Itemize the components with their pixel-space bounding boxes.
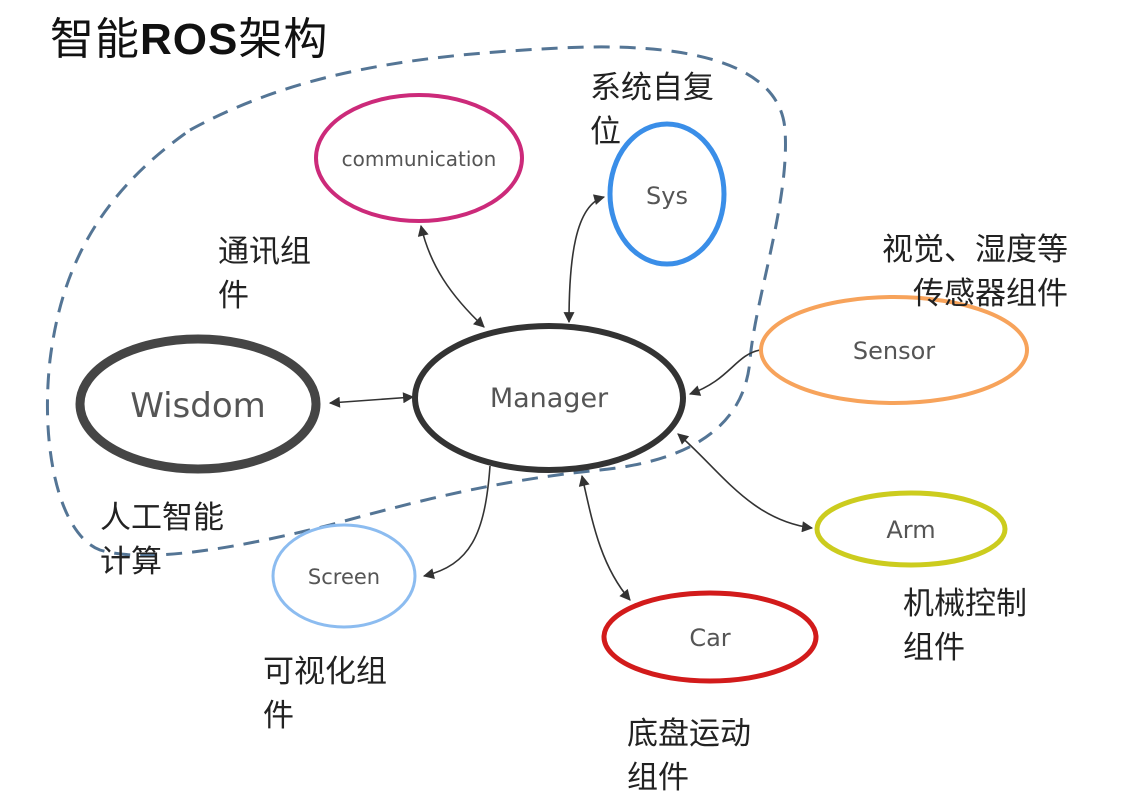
title-prefix: 智能 bbox=[50, 14, 140, 65]
caption-sensor: 视觉、湿度等 传感器组件 bbox=[882, 232, 1068, 312]
caption-car: 底盘运动 组件 bbox=[627, 716, 751, 796]
node-manager-label: Manager bbox=[490, 383, 609, 414]
node-communication: communication bbox=[314, 93, 524, 223]
node-car-label: Car bbox=[689, 624, 730, 652]
page-title: 智能ROS架构 bbox=[50, 8, 328, 72]
caption-arm: 机械控制 组件 bbox=[903, 586, 1027, 666]
node-arm: Arm bbox=[814, 490, 1008, 568]
node-screen: Screen bbox=[271, 523, 417, 629]
node-car: Car bbox=[601, 590, 819, 684]
title-ros: ROS bbox=[140, 15, 239, 64]
ros-system-boundary bbox=[46, 45, 787, 557]
node-communication-label: communication bbox=[342, 147, 497, 171]
caption-wisdom: 人工智能 计算 bbox=[100, 500, 224, 580]
caption-screen: 可视化组 件 bbox=[263, 654, 387, 734]
node-wisdom-label: Wisdom bbox=[130, 386, 266, 426]
edge-manager-screen bbox=[422, 465, 491, 580]
node-arm-label: Arm bbox=[886, 516, 935, 544]
edge-communication-manager bbox=[417, 224, 485, 328]
node-wisdom: Wisdom bbox=[75, 334, 321, 474]
caption-sys: 系统自复 位 bbox=[590, 70, 714, 150]
caption-communication: 通讯组 件 bbox=[218, 234, 311, 314]
node-sys: Sys bbox=[607, 121, 727, 267]
edge-wisdom-manager bbox=[328, 392, 415, 408]
edge-sensor-manager bbox=[688, 349, 761, 396]
title-suffix: 架构 bbox=[238, 14, 329, 65]
edge-manager-car bbox=[578, 474, 631, 601]
edge-manager-arm bbox=[677, 433, 814, 533]
node-sensor: Sensor bbox=[759, 295, 1029, 405]
node-sensor-label: Sensor bbox=[853, 337, 935, 365]
node-screen-label: Screen bbox=[308, 565, 380, 589]
node-manager: Manager bbox=[412, 323, 686, 473]
node-sys-label: Sys bbox=[646, 182, 688, 210]
edge-sys-manager bbox=[563, 194, 606, 324]
